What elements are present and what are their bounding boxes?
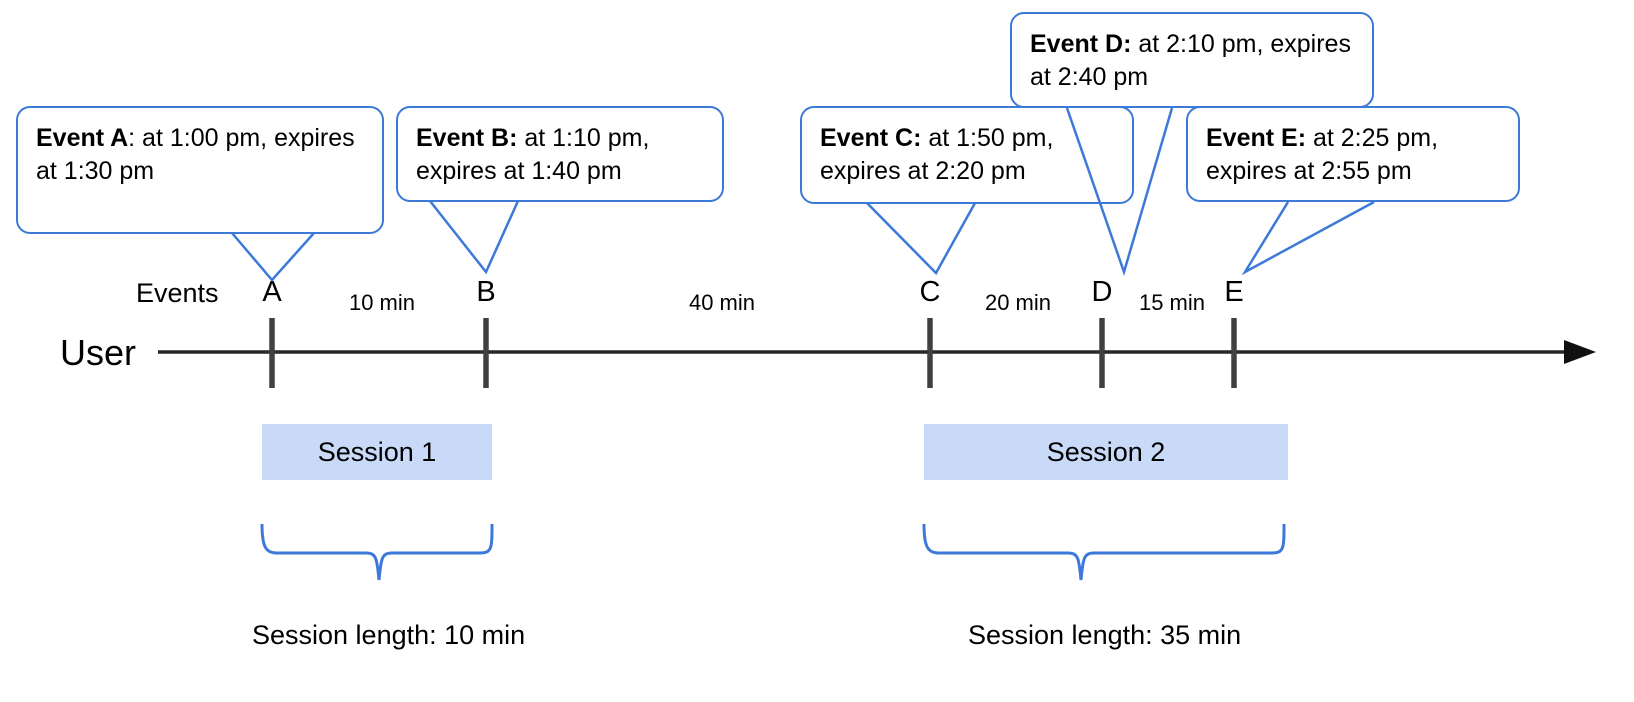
callout-a-label: Event A [36, 124, 129, 152]
callout-b-label: Event B: [416, 124, 518, 152]
session-box-2[interactable]: Session 2 [924, 424, 1288, 480]
gap-label-d-e: 15 min [1138, 290, 1206, 315]
session-box-1[interactable]: Session 1 [262, 424, 492, 480]
timeline-axis [158, 340, 1596, 364]
callout-d-text: at 2:10 pm, expires at 2:40 pm [1030, 30, 1351, 91]
tick-letter-c: C [919, 276, 941, 308]
gap-label-b-c: 40 min [688, 290, 756, 315]
callout-a-separator: : [128, 124, 136, 152]
brace-session-2 [922, 523, 1286, 581]
tick-letter-e: E [1224, 276, 1244, 308]
callout-event-b[interactable]: Event B: at 1:10 pm, expires at 1:40 pm [396, 106, 724, 202]
timeline-ticks [269, 318, 1237, 388]
axis-row-label-user: User [60, 332, 137, 373]
callout-event-d[interactable]: Event D: at 2:10 pm, expires at 2:40 pm [1010, 12, 1374, 108]
session-length-2: Session length: 35 min [968, 620, 1242, 650]
callout-event-e[interactable]: Event E: at 2:25 pm, expires at 2:55 pm [1186, 106, 1520, 202]
gap-label-c-d: 20 min [984, 290, 1052, 315]
callout-event-a[interactable]: Event A: at 1:00 pm, expires at 1:30 pm [16, 106, 384, 234]
tick-letter-d: D [1091, 276, 1113, 308]
callout-tail-B [429, 200, 520, 275]
callout-a-text: at 1:00 pm, expires at 1:30 pm [36, 124, 355, 185]
callout-e-text: at 2:25 pm, expires at 2:55 pm [1206, 124, 1439, 185]
callout-event-c[interactable]: Event C: at 1:50 pm, expires at 2:20 pm [800, 106, 1134, 204]
callout-b-text: at 1:10 pm, expires at 1:40 pm [416, 124, 650, 185]
gap-label-a-b: 10 min [348, 290, 416, 315]
callout-tail-C [866, 202, 977, 276]
callout-d-label: Event D: [1030, 30, 1132, 58]
tick-letter-a: A [262, 276, 282, 308]
tick-letter-b: B [476, 276, 496, 308]
callout-c-text: at 1:50 pm, expires at 2:20 pm [820, 124, 1054, 185]
callout-c-label: Event C: [820, 124, 922, 152]
callout-e-label: Event E: [1206, 124, 1307, 152]
session-length-1: Session length: 10 min [252, 620, 526, 650]
callout-tail-E [1241, 200, 1375, 276]
brace-session-1 [260, 523, 494, 581]
axis-events-label: Events [136, 278, 219, 308]
callout-tail-A [231, 232, 315, 282]
